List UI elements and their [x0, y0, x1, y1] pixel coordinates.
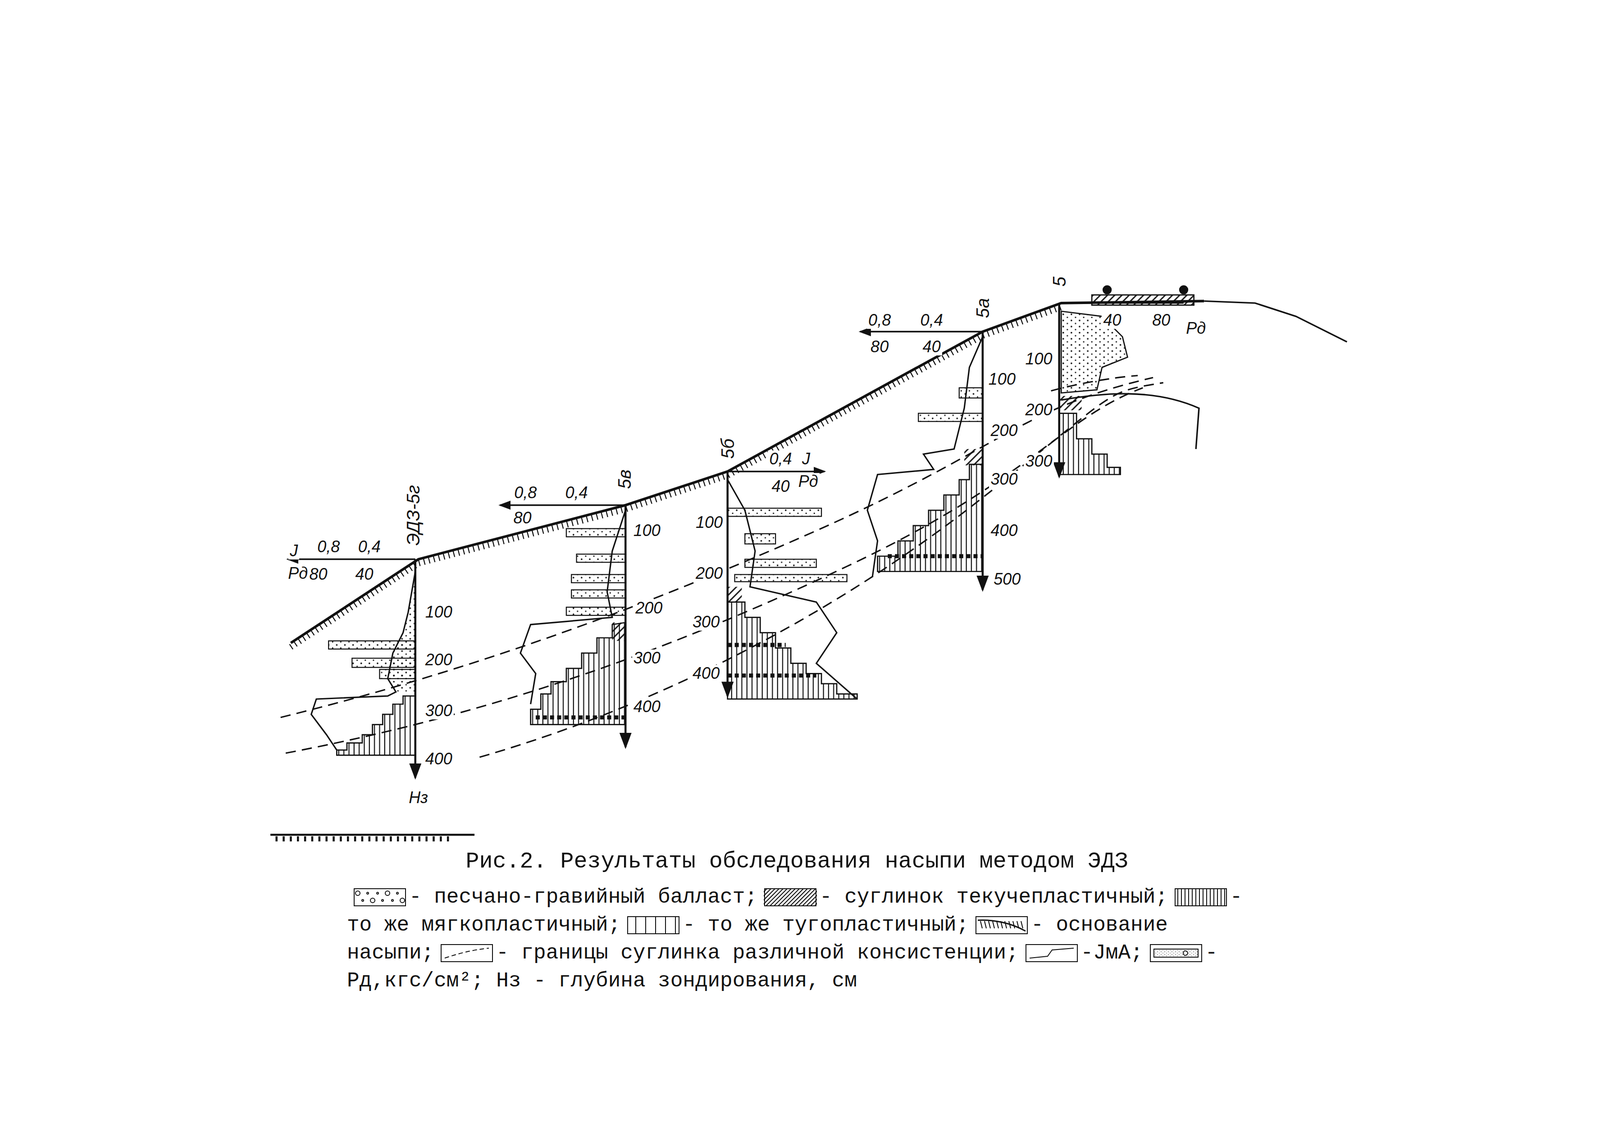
axis-value: J [800, 450, 812, 468]
axis-value: Pд [286, 565, 310, 583]
axis-value: 300 [423, 702, 454, 721]
axis-value: 80 [511, 510, 533, 528]
axis-value: 80 [869, 338, 890, 356]
axis-value: 400 [423, 750, 454, 768]
axis-value: 200 [633, 599, 664, 617]
axis-value: 80 [1150, 311, 1172, 329]
axis-value: 400 [989, 522, 1019, 540]
axis-value: 0,4 [919, 311, 945, 329]
sounding-point-label: 5а [973, 296, 993, 320]
axis-value: 40 [921, 338, 943, 356]
axis-value: 0,8 [512, 484, 538, 502]
legend-sample [975, 915, 1029, 936]
legend-text: - границы суглинка различной консистенци… [496, 941, 1019, 966]
axis-value: 100 [423, 603, 454, 621]
axis-value: 300 [989, 470, 1019, 488]
axis-value: 40 [770, 478, 791, 496]
legend-text: - то же тугопластичный; [682, 913, 969, 938]
legend-text: - песчано-гравийный балласт; [409, 885, 758, 910]
legend-sample [626, 915, 680, 936]
axis-value: 400 [691, 665, 721, 683]
axis-value: 100 [632, 522, 662, 540]
legend-text: - суглинок текучепластичный; [819, 885, 1168, 910]
axis-value: 0,4 [356, 538, 383, 556]
sounding-point-label: ЭДЗ-5г [403, 483, 423, 547]
axis-value: 0,8 [866, 311, 893, 329]
axis-value: J [288, 542, 300, 560]
axis-value: 0,4 [767, 450, 794, 468]
axis-value: 200 [989, 422, 1019, 440]
axis-value: 40 [353, 565, 375, 584]
axis-value: 0,4 [564, 484, 590, 502]
legend: - песчано-гравийный балласт; - суглинок т… [346, 883, 1245, 996]
axis-value: Pд [1184, 319, 1208, 338]
axis-value: 80 [308, 565, 329, 584]
axis-value: 200 [694, 565, 725, 583]
legend-sample [353, 887, 407, 908]
legend-sample [1025, 943, 1079, 964]
axis-value: 300 [1023, 452, 1054, 470]
axis-value: 400 [632, 698, 662, 716]
axis-value: 500 [992, 570, 1022, 589]
axis-value: 100 [694, 514, 725, 532]
figure-caption: Рис.2. Результаты обследования насыпи ме… [465, 848, 1129, 875]
axis-value: Pд [797, 473, 820, 491]
axis-value: 300 [691, 614, 721, 632]
axis-value: 100 [1023, 350, 1054, 368]
axis-value: 0,8 [315, 538, 342, 556]
sounding-point-label: 5 [1049, 275, 1069, 288]
sounding-point-label: 5б [718, 437, 738, 461]
legend-text: -JмА; [1080, 941, 1144, 966]
axis-value: Hз [407, 789, 430, 807]
axis-value: 200 [1023, 401, 1054, 419]
axis-value: 100 [987, 371, 1017, 389]
axis-value: 300 [632, 649, 662, 667]
axis-value: 40 [1101, 311, 1123, 329]
legend-sample [1174, 887, 1228, 908]
legend-sample [763, 887, 817, 908]
axis-value: 200 [423, 651, 454, 669]
legend-sample [1149, 943, 1203, 964]
sounding-point-label: 5в [615, 468, 634, 491]
legend-sample [440, 943, 494, 964]
